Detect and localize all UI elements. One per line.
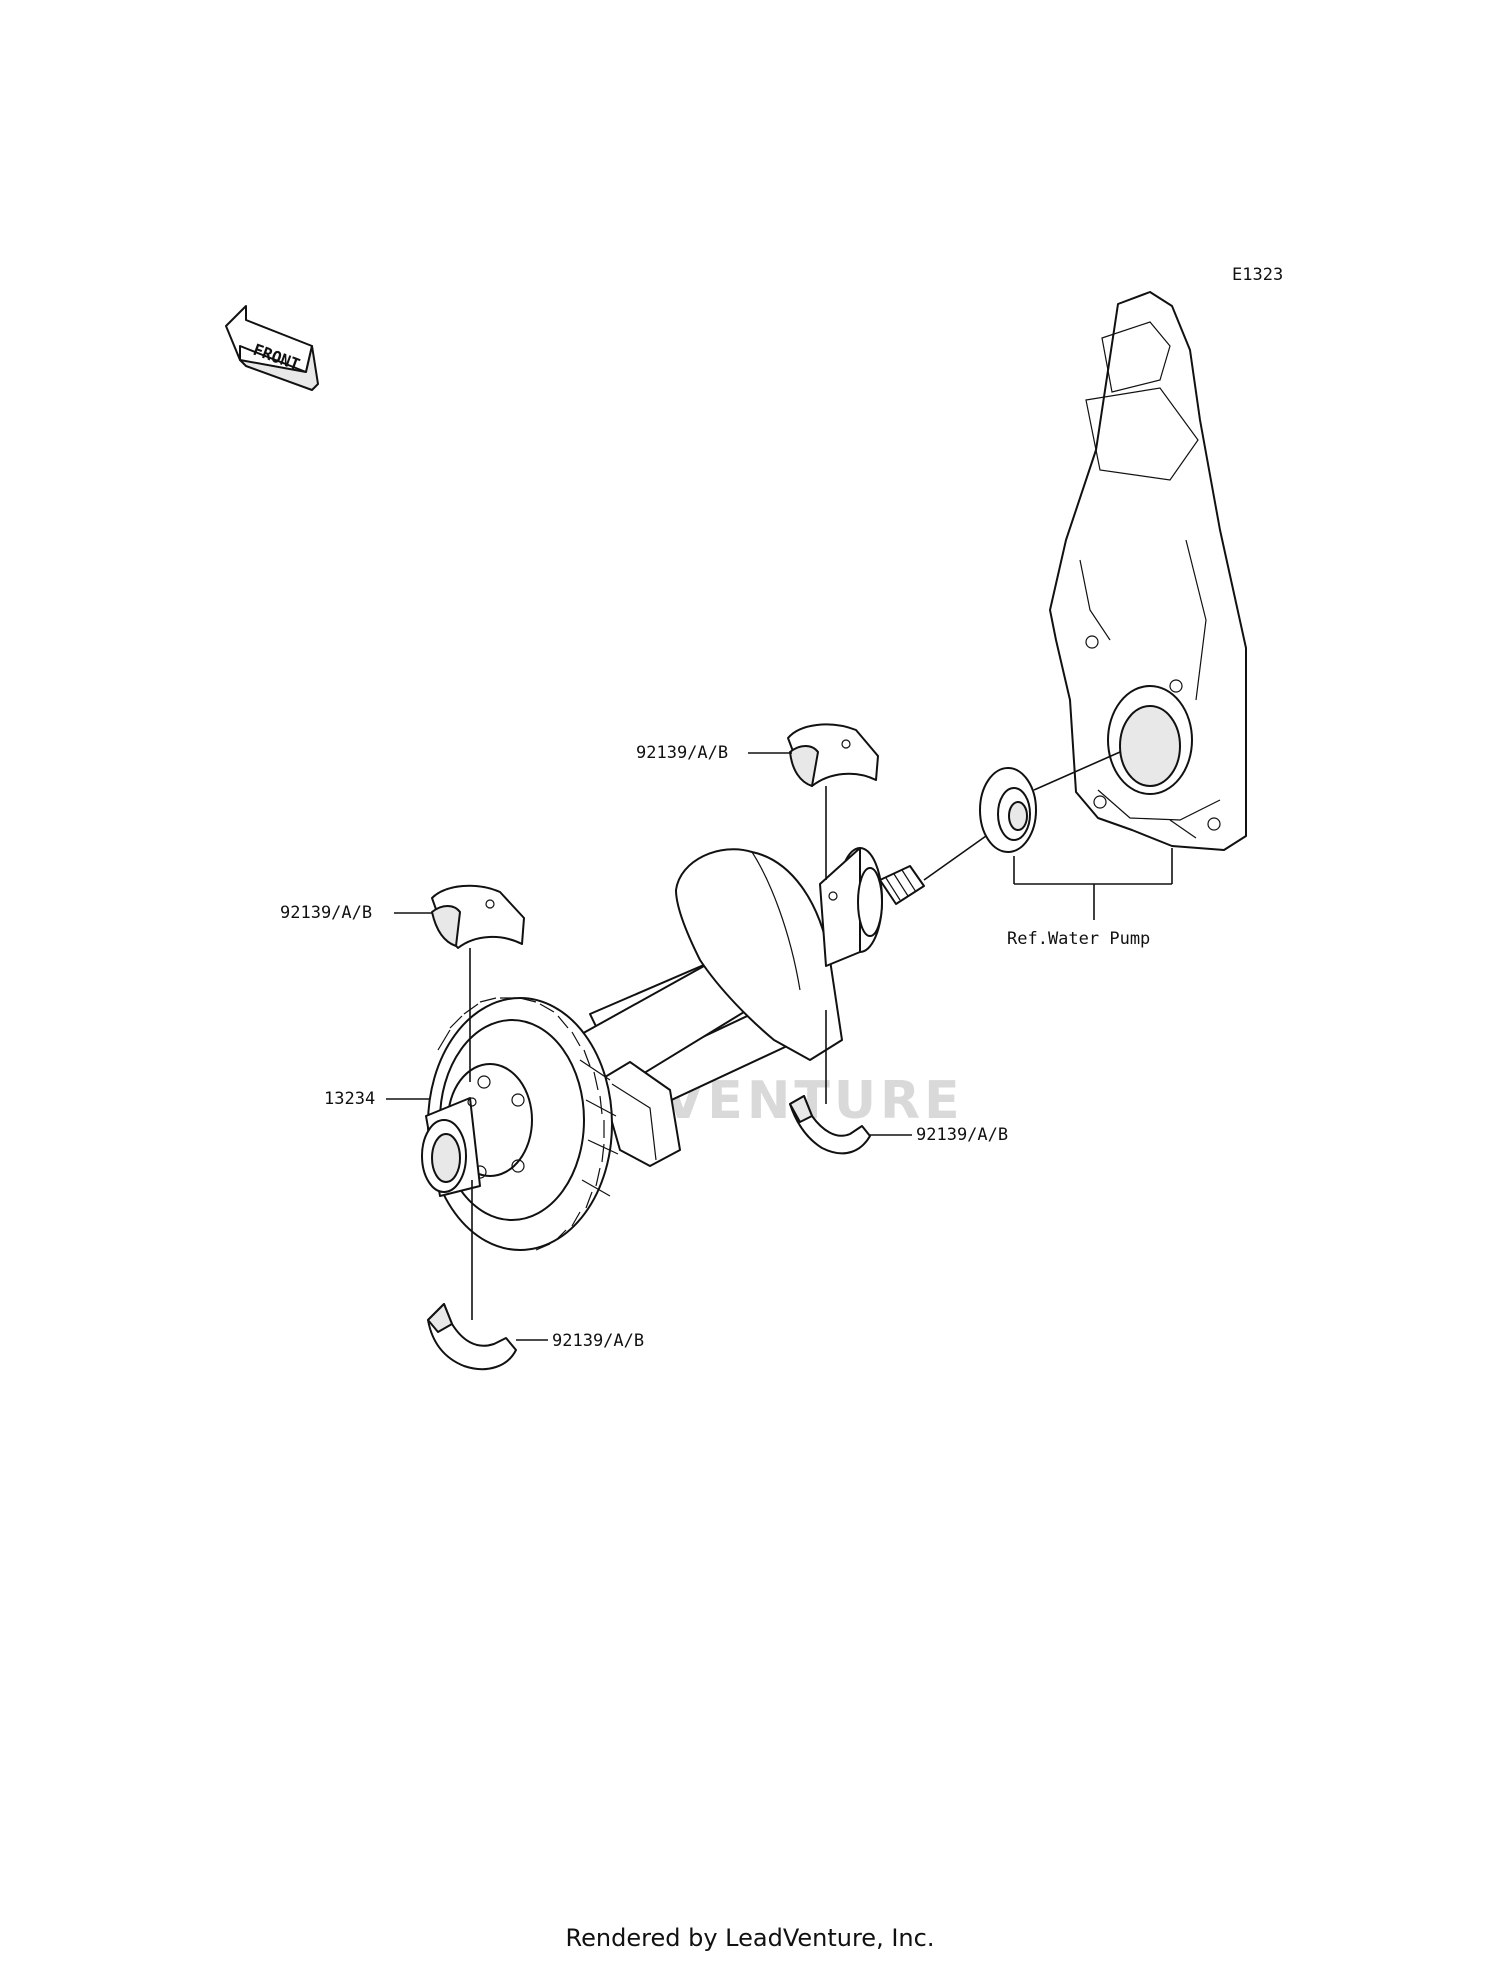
water-pump-ref-label: Ref.Water Pump: [1007, 929, 1150, 949]
front-arrow-icon: FRONT: [225, 305, 319, 391]
oil-seal: [979, 767, 1037, 853]
footer-credit: Rendered by LeadVenture, Inc.: [565, 1924, 935, 1952]
leader-lines: [386, 752, 912, 1341]
callout-bearing-top-right: 92139/A/B: [636, 743, 728, 763]
water-pump-ref-bracket: [1013, 848, 1173, 920]
bearing-shell-top-left: [431, 884, 525, 949]
callout-bearing-mid-right: 92139/A/B: [916, 1125, 1008, 1145]
callout-balancer-shaft: 13234: [324, 1089, 375, 1109]
diagram-code: E1323: [1232, 265, 1283, 285]
bearing-shell-bottom-left: [427, 1303, 517, 1371]
water-pump-cover: [1049, 291, 1247, 851]
callout-bearing-top-left: 92139/A/B: [280, 903, 372, 923]
bearing-shell-top-right: [787, 723, 879, 787]
bearing-shell-mid-right: [789, 1095, 871, 1155]
callout-bearing-bottom-left: 92139/A/B: [552, 1331, 644, 1351]
balancer-gear: [421, 997, 619, 1251]
